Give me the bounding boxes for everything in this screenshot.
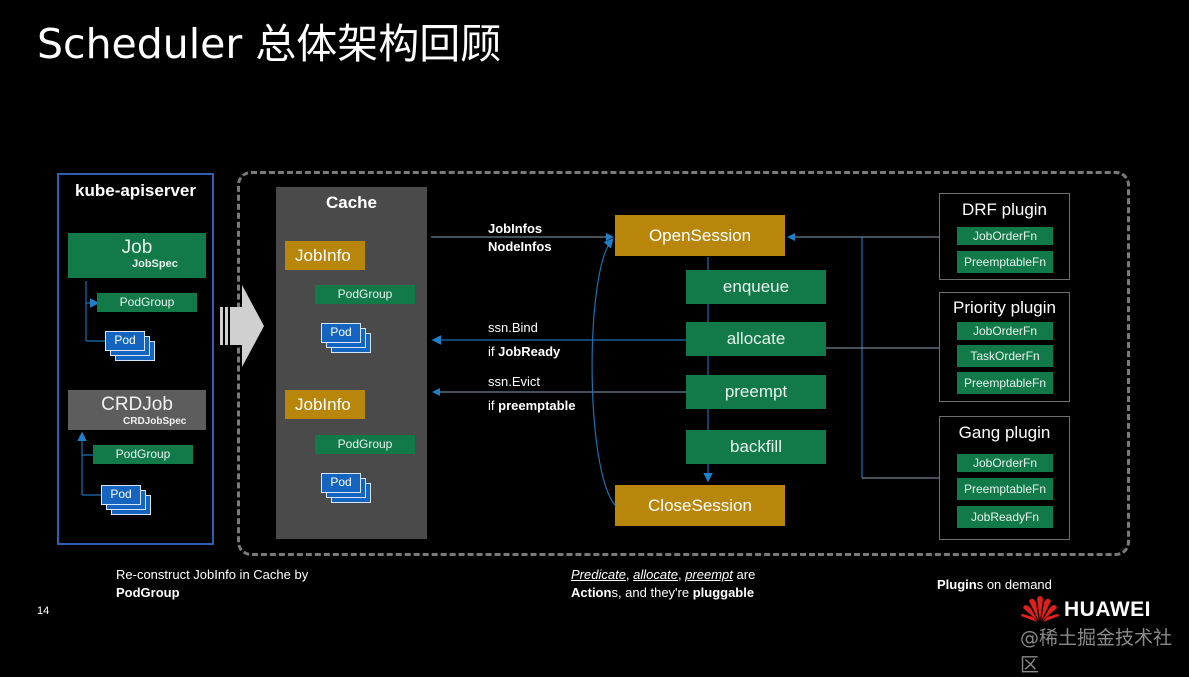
evict-cond-prefix: if <box>488 398 499 413</box>
evict-condition: if preemptable <box>488 398 575 413</box>
caption-preempt: preempt <box>685 567 733 582</box>
jobspec-label: JobSpec <box>132 258 178 270</box>
kube-apiserver-title: kube-apiserver <box>75 181 196 200</box>
ssn-evict-label: ssn.Evict <box>488 374 541 389</box>
cache-jobinfo-1: JobInfo <box>285 241 365 270</box>
cache-title: Cache <box>325 193 378 212</box>
pod-card-front: Pod <box>321 473 361 493</box>
pod-card-front: Pod <box>101 485 141 505</box>
open-session-node: OpenSession <box>615 215 785 256</box>
plugin-fn: JobOrderFn <box>957 322 1053 340</box>
caption-pluggable: pluggable <box>692 585 755 600</box>
jobinfos-label: JobInfos <box>488 221 543 236</box>
ssn-bind-label: ssn.Bind <box>488 320 538 335</box>
caption-plugins: Plugins on demand <box>937 576 1052 594</box>
nodeinfos-label: NodeInfos <box>488 239 552 254</box>
job-label: Job <box>121 237 153 258</box>
action-backfill: backfill <box>686 430 826 464</box>
cache-pod-stack-2: Pod <box>321 473 373 507</box>
cache-podgroup-1: PodGroup <box>315 285 415 304</box>
caption-actions-line2: Actions, and they're pluggable <box>571 584 755 602</box>
caption-actions: Predicate, allocate, preempt are Actions… <box>571 566 755 602</box>
huawei-logo-icon <box>1021 596 1059 622</box>
crdjob-podgroup: PodGroup <box>93 445 193 464</box>
caption-cache-line2: PodGroup <box>116 585 180 600</box>
crdjobspec-label: CRDJobSpec <box>123 416 187 427</box>
job-tree-connector <box>85 281 97 341</box>
plugin-fn: JobOrderFn <box>957 227 1053 245</box>
page-number: 14 <box>37 605 50 617</box>
action-preempt: preempt <box>686 375 826 409</box>
cache-podgroup-2: PodGroup <box>315 435 415 454</box>
caption-plugin-bold: Plugin <box>937 577 977 592</box>
caption-sep: , <box>677 567 686 582</box>
bind-cond-value: JobReady <box>498 344 561 359</box>
plugin-fn: JobOrderFn <box>957 454 1053 472</box>
action-enqueue: enqueue <box>686 270 826 304</box>
evict-cond-value: preemptable <box>498 398 576 413</box>
plugin-fn: PreemptableFn <box>957 478 1053 500</box>
watermark: @稀土掘金技术社区 <box>1020 627 1173 676</box>
caption-sep: , <box>625 567 634 582</box>
bind-condition: if JobReady <box>488 344 560 359</box>
crdjob-label: CRDJob <box>101 394 173 415</box>
plugin-title: Gang plugin <box>958 423 1051 442</box>
action-allocate: allocate <box>686 322 826 356</box>
caption-cache: Re-construct JobInfo in Cache by PodGrou… <box>116 566 308 602</box>
plugin-drf: DRF plugin JobOrderFn PreemptableFn <box>939 193 1070 280</box>
caption-cache-line1: Re-construct JobInfo in Cache by <box>116 567 309 582</box>
pod-card-front: Pod <box>105 331 145 351</box>
cache-pod-stack-1: Pod <box>321 323 373 357</box>
plugin-priority: Priority plugin JobOrderFn TaskOrderFn P… <box>939 292 1070 402</box>
plugin-gang: Gang plugin JobOrderFn PreemptableFn Job… <box>939 416 1070 540</box>
session-loop-arrow <box>591 238 616 506</box>
plugin-fn: PreemptableFn <box>957 372 1053 394</box>
caption-plugin-rest: s on demand <box>976 577 1052 592</box>
huawei-wordmark: HUAWEI <box>1064 598 1151 621</box>
cache-jobinfo-2: JobInfo <box>285 390 365 419</box>
caption-allocate: allocate <box>633 567 678 582</box>
job-node: Job JobSpec <box>68 233 206 278</box>
close-session-node: CloseSession <box>615 485 785 526</box>
job-podgroup: PodGroup <box>97 293 197 312</box>
caption-action-bold: Action <box>571 585 612 600</box>
crdjob-pod-stack: Pod <box>101 485 153 519</box>
plugin-title: Priority plugin <box>953 298 1056 317</box>
pod-card-front: Pod <box>321 323 361 343</box>
caption-are: are <box>732 567 756 582</box>
sync-arrow-icon <box>220 285 264 367</box>
kube-apiserver-panel <box>57 173 214 545</box>
scheduler-boundary <box>237 171 1130 556</box>
plugin-fn: JobReadyFn <box>957 506 1053 528</box>
crdjob-node: CRDJob CRDJobSpec <box>68 390 206 430</box>
job-pod-stack: Pod <box>105 331 157 365</box>
plugin-fn: TaskOrderFn <box>957 345 1053 367</box>
plugin-title: DRF plugin <box>961 200 1048 219</box>
bind-cond-prefix: if <box>488 344 499 359</box>
page-title: Scheduler 总体架构回顾 <box>37 20 502 68</box>
caption-predicate: Predicate <box>571 567 626 582</box>
caption-actions-line1: Predicate, allocate, preempt are <box>571 566 755 584</box>
plugin-fn: PreemptableFn <box>957 251 1053 273</box>
caption-action-rest: s, and they're <box>611 585 693 600</box>
